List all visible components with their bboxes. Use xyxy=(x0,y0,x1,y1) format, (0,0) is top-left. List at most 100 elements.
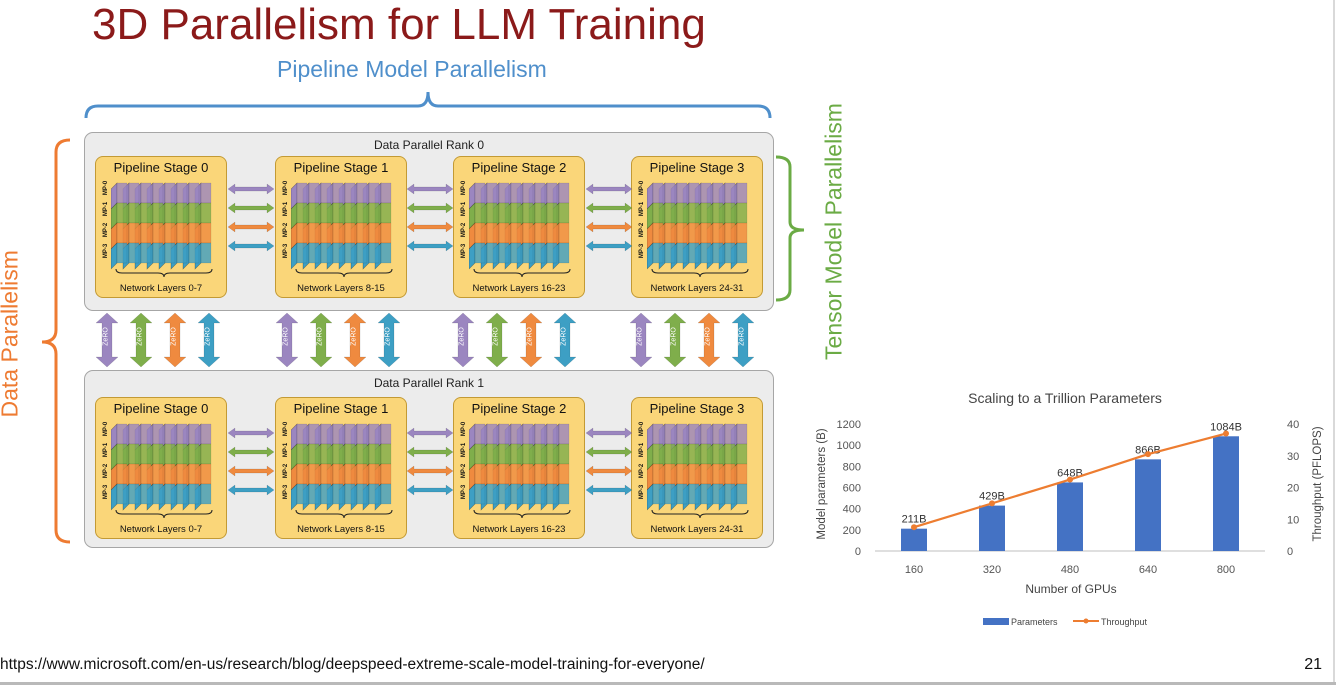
legend-parameters-label: Parameters xyxy=(1011,617,1058,627)
layer-shard-face xyxy=(320,423,332,445)
scaling-chart: Scaling to a Trillion Parameters 0200400… xyxy=(816,390,1324,627)
layer-shard-face xyxy=(140,202,152,224)
stage-layers: Network Layers 0-7 xyxy=(119,283,203,294)
layer-shard-face xyxy=(736,222,748,244)
pipeline-arrow xyxy=(228,202,274,214)
layer-shard-face xyxy=(116,443,128,465)
layer-shard-face xyxy=(188,483,200,505)
layer-shard-face xyxy=(344,202,356,224)
throughput-point xyxy=(1067,476,1073,483)
layer-shard-face xyxy=(688,202,700,224)
zero-arrow: ZeRO xyxy=(275,312,299,372)
slide-title: 3D Parallelism for LLM Training xyxy=(92,0,706,49)
layer-shard-face xyxy=(176,483,188,505)
pipeline-stage-0: Pipeline Stage 0 Network Layers 0-7 MP-0… xyxy=(95,397,227,539)
pipeline-arrow xyxy=(228,446,274,458)
mp-label: MP-3 xyxy=(639,243,645,259)
layer-shard-face xyxy=(652,423,664,445)
layer-shard-face xyxy=(676,463,688,485)
layer-shard-face xyxy=(176,443,188,465)
pipeline-arrow xyxy=(228,221,274,233)
layer-shard-face xyxy=(152,423,164,445)
zero-label: ZeRO xyxy=(670,327,678,346)
layer-shard-face xyxy=(534,202,546,224)
layer-shard-face xyxy=(128,242,140,264)
mp-label: MP-3 xyxy=(461,243,467,259)
network-layer xyxy=(111,182,128,270)
layer-shard-face xyxy=(116,242,128,264)
layer-shard-face xyxy=(724,222,736,244)
layer-shard-face xyxy=(188,443,200,465)
bar-data-label: 1084B xyxy=(1210,421,1242,433)
layer-shard-face xyxy=(522,182,534,204)
layer-shard-face xyxy=(676,443,688,465)
layer-shard-face xyxy=(676,483,688,505)
data-parallel-rank-1: Data Parallel Rank 1 Pipeline Stage 0 Ne… xyxy=(84,370,774,548)
layer-shard-face xyxy=(700,443,712,465)
layer-shard-face xyxy=(498,423,510,445)
pipeline-arrow xyxy=(407,183,453,195)
layer-shard-face xyxy=(308,182,320,204)
layer-shard-face xyxy=(534,463,546,485)
layer-shard-face xyxy=(116,423,128,445)
pipeline-stage-2: Pipeline Stage 2 Network Layers 16-23 MP… xyxy=(453,156,585,298)
layer-shard-face xyxy=(116,483,128,505)
layer-shard-face xyxy=(356,443,368,465)
layer-shard-face xyxy=(308,242,320,264)
layer-shard-face xyxy=(486,423,498,445)
layer-shard-face xyxy=(140,483,152,505)
layer-shard-face xyxy=(356,242,368,264)
pipeline-arrows xyxy=(228,183,274,252)
layer-shard-face xyxy=(176,202,188,224)
layer-shard-face xyxy=(368,443,380,465)
layer-shard-face xyxy=(676,182,688,204)
layer-shard-face xyxy=(308,423,320,445)
layer-shard-face xyxy=(200,182,212,204)
layer-shard-face xyxy=(128,423,140,445)
layer-shard-face xyxy=(474,242,486,264)
mp-label: MP-3 xyxy=(461,484,467,500)
layer-shard-face xyxy=(474,222,486,244)
layer-shard-face xyxy=(164,483,176,505)
mp-label: MP-3 xyxy=(103,484,109,500)
layer-shard-face xyxy=(700,463,712,485)
footer-source-link[interactable]: https://www.microsoft.com/en-us/research… xyxy=(0,656,705,673)
layer-shard-face xyxy=(676,202,688,224)
layer-shard-face xyxy=(308,463,320,485)
layer-shard-face xyxy=(486,242,498,264)
layer-shard-face xyxy=(296,463,308,485)
parameter-bar xyxy=(1057,482,1083,551)
network-layer-stack xyxy=(647,182,748,270)
layer-shard-face xyxy=(676,242,688,264)
x-tick-label: 320 xyxy=(983,564,1001,576)
layer-shard-face xyxy=(356,423,368,445)
throughput-point xyxy=(1145,451,1151,458)
layer-shard-face xyxy=(724,483,736,505)
stage-title: Pipeline Stage 1 xyxy=(293,401,389,416)
layer-shard-face xyxy=(724,202,736,224)
legend-throughput-label: Throughput xyxy=(1101,617,1148,627)
layer-shard-face xyxy=(320,463,332,485)
layer-shard-face xyxy=(116,182,128,204)
layer-shard-face xyxy=(332,443,344,465)
layer-shard-face xyxy=(664,463,676,485)
layer-shard-face xyxy=(700,483,712,505)
layer-shard-face xyxy=(510,242,522,264)
zero-label: ZeRO xyxy=(738,327,746,346)
layer-shard-face xyxy=(712,443,724,465)
pipeline-stage-1: Pipeline Stage 1 Network Layers 8-15 MP-… xyxy=(275,156,407,298)
layer-shard-face xyxy=(176,463,188,485)
layer-shard-face xyxy=(344,443,356,465)
stage-title: Pipeline Stage 3 xyxy=(649,401,745,416)
layer-shard-face xyxy=(664,443,676,465)
layer-shard-face xyxy=(724,423,736,445)
mp-label: MP-3 xyxy=(103,243,109,259)
layer-shard-face xyxy=(474,483,486,505)
layer-shard-face xyxy=(380,423,392,445)
